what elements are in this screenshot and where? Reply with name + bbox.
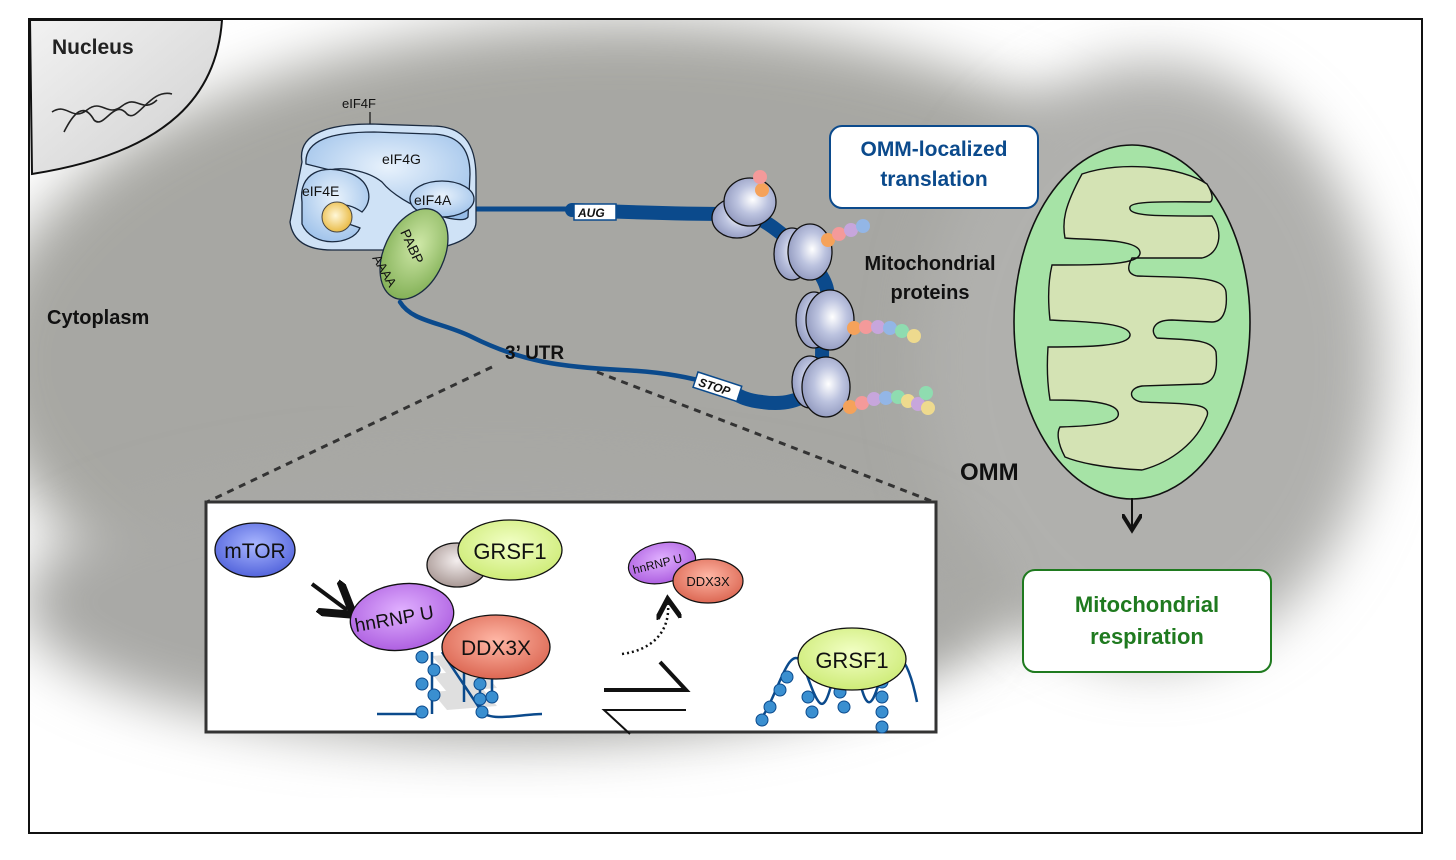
amino-acid-bead: [844, 223, 858, 237]
amino-acid-bead: [753, 170, 767, 184]
hnrnpu-bound: [349, 582, 455, 652]
eif4f-label: eIF4F: [342, 96, 376, 111]
equilibrium-arrows: [601, 660, 691, 735]
bound-complex: GRSF1 hnRNP U DDX3X: [349, 519, 563, 680]
amino-acid-bead: [855, 396, 869, 410]
amino-acid-bead: [859, 320, 873, 334]
grsf1-right: [797, 627, 907, 691]
ribosomes: [711, 177, 855, 418]
amino-acid-bead: [895, 324, 909, 338]
amino-acid-bead: [919, 386, 933, 400]
omm-label: OMM: [960, 459, 1019, 486]
amino-acid-bead: [907, 329, 921, 343]
inset-panel: mTOR GRSF1 hnRNP U DDX3X: [204, 500, 938, 735]
grsf1-rna-right: GRSF1: [755, 627, 919, 734]
diagram-canvas: Nucleus Cytoplasm eIF4F eIF4G eIF4E eIF4…: [30, 20, 1382, 742]
svg-text:OMM-localized: OMM-localized: [860, 138, 1007, 161]
aug-tag: AUG: [573, 203, 617, 221]
ribosome: [773, 223, 833, 281]
eif4g-label: eIF4G: [382, 151, 421, 167]
svg-text:AUG: AUG: [577, 206, 605, 220]
mitochondrion: [1013, 144, 1251, 500]
amino-acid-bead: [847, 321, 861, 335]
utr-label: 3’ UTR: [505, 343, 564, 364]
nucleus: Nucleus: [30, 20, 224, 176]
m7g-cap-icon: [321, 201, 353, 233]
respiration-box: Mitochondrial respiration: [1022, 569, 1272, 673]
eif4a-label: eIF4A: [414, 192, 452, 208]
amino-acid-bead: [821, 233, 835, 247]
amino-acid-bead: [921, 401, 935, 415]
amino-acid-bead: [871, 320, 885, 334]
diagram-frame: Nucleus Cytoplasm eIF4F eIF4G eIF4E eIF4…: [28, 18, 1423, 834]
ddx3x-bound: [441, 614, 551, 680]
eif4e-label: eIF4E: [302, 183, 339, 199]
amino-acid-bead: [832, 227, 846, 241]
dna-icon: [51, 92, 173, 133]
mito-proteins-label-2: proteins: [891, 282, 970, 304]
amino-acid-bead: [843, 400, 857, 414]
svg-text:mTOR: mTOR: [224, 540, 285, 563]
mito-proteins-label-1: Mitochondrial: [864, 253, 995, 275]
amino-acid-bead: [867, 392, 881, 406]
zoom-guides: [206, 365, 935, 504]
ribosome: [795, 289, 855, 351]
svg-text:GRSF1: GRSF1: [815, 648, 888, 673]
svg-text:respiration: respiration: [1090, 624, 1204, 649]
svg-text:GRSF1: GRSF1: [473, 539, 546, 564]
pabp: [379, 208, 449, 300]
activation-arrow: [310, 584, 347, 610]
omm-translation-box: OMM-localized translation: [829, 125, 1039, 209]
cytoplasm-label: Cytoplasm: [47, 307, 149, 329]
nucleus-label: Nucleus: [52, 36, 134, 59]
free-complex: hnRNP U DDX3X: [627, 541, 744, 604]
amino-acid-bead: [856, 219, 870, 233]
grsf1-bound: [457, 519, 563, 581]
svg-text:translation: translation: [880, 168, 987, 191]
amino-acid-bead: [883, 321, 897, 335]
mtor: mTOR: [214, 522, 296, 578]
svg-text:DDX3X: DDX3X: [461, 637, 531, 660]
eif4f-complex: eIF4F eIF4G eIF4E eIF4A PABP AAAA: [289, 96, 477, 300]
svg-text:DDX3X: DDX3X: [686, 574, 730, 589]
ribosome: [791, 355, 851, 418]
nascent-protein-chains: [753, 170, 935, 415]
amino-acid-bead: [879, 391, 893, 405]
amino-acid-bead: [755, 183, 769, 197]
ddx3x-free: [672, 558, 744, 604]
svg-text:Mitochondrial: Mitochondrial: [1075, 592, 1219, 617]
